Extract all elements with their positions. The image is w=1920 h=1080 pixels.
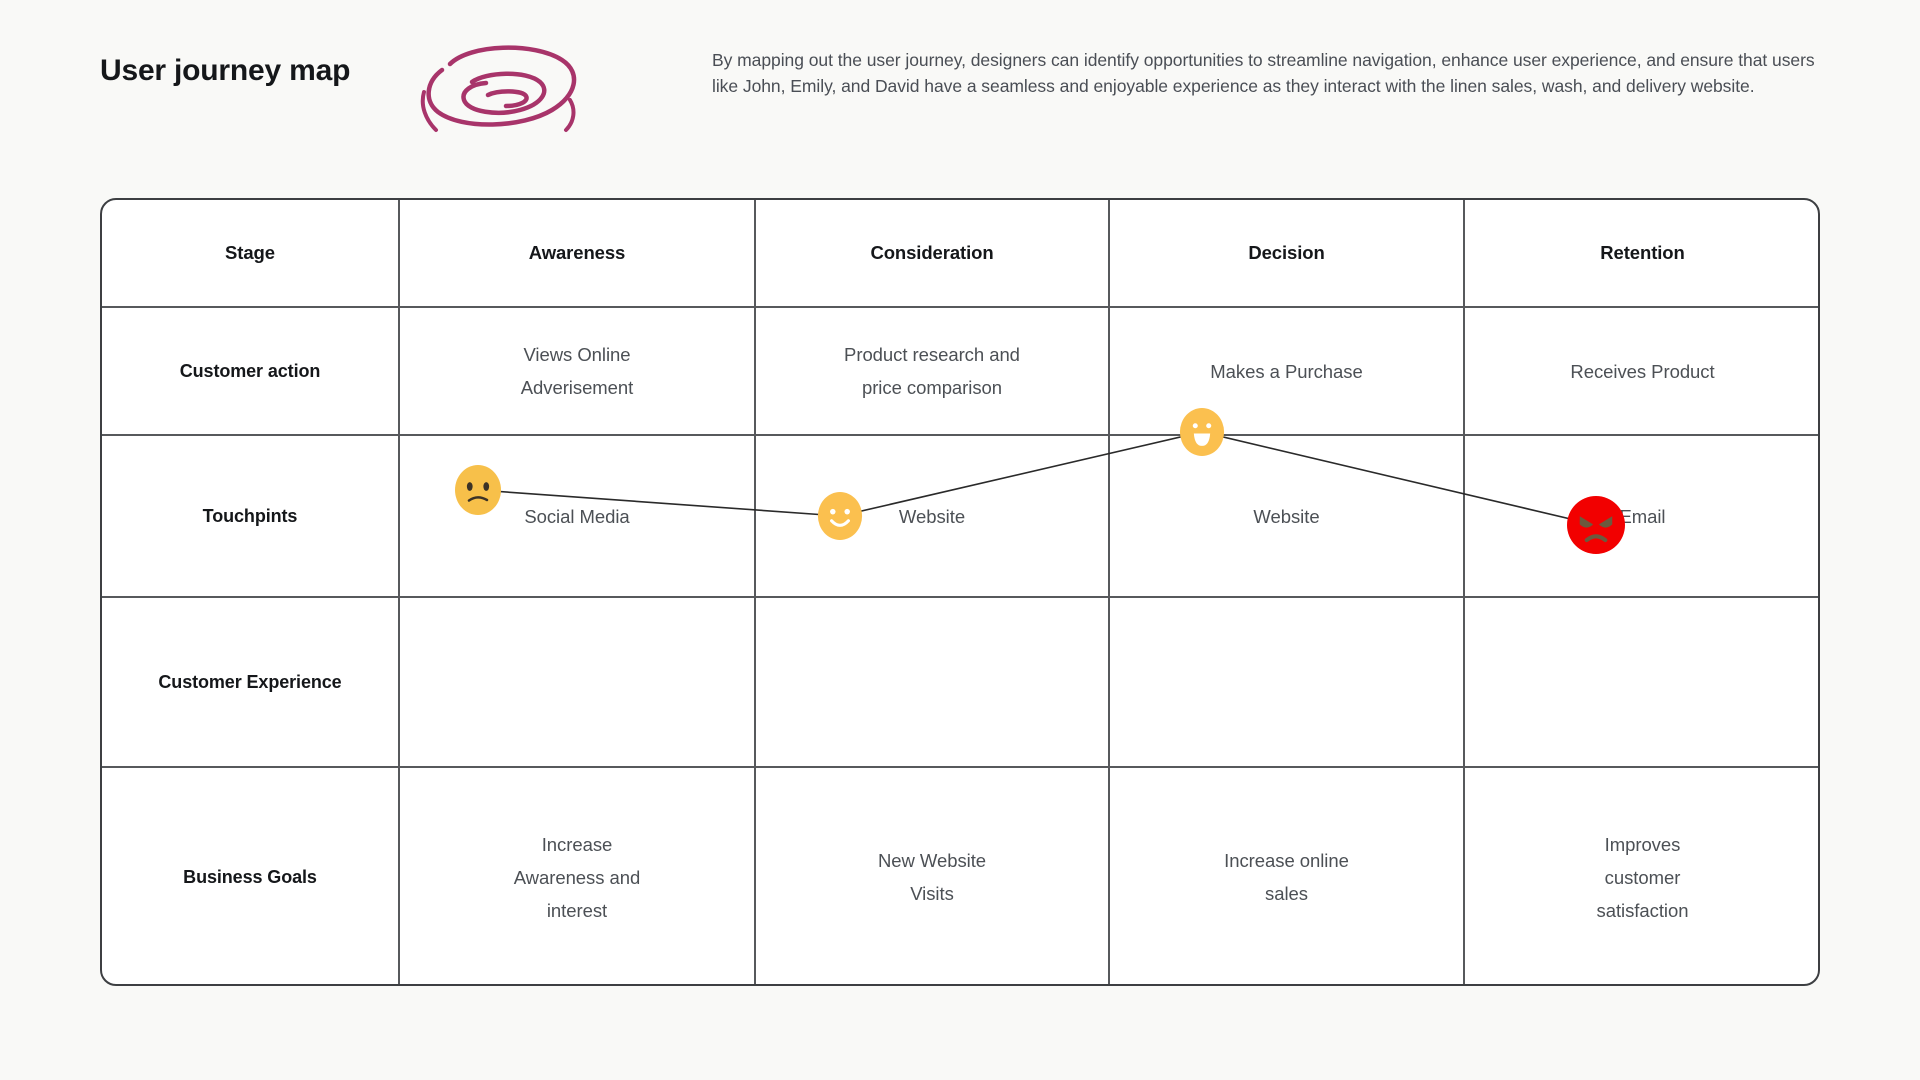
cell-line: Social Media bbox=[524, 505, 630, 527]
row-label-business-goals: Business Goals bbox=[102, 768, 400, 984]
cell-business-goals-decision: Increase online sales bbox=[1110, 768, 1465, 984]
column-header-decision: Decision bbox=[1110, 200, 1465, 308]
user-journey-table: Stage Awareness Consideration Decision R… bbox=[100, 198, 1820, 986]
cell-line: Product research and bbox=[844, 344, 1020, 365]
column-header-consideration: Consideration bbox=[756, 200, 1110, 308]
cell-line: New Website bbox=[877, 850, 987, 871]
column-header-retention: Retention bbox=[1465, 200, 1818, 308]
cell-customer-action-consideration: Product research and price comparison bbox=[756, 308, 1110, 436]
cell-experience-consideration bbox=[756, 598, 1110, 768]
cell-line: Visits bbox=[910, 883, 954, 904]
cell-line: customer bbox=[1604, 866, 1681, 888]
cell-line: Increase online bbox=[1224, 850, 1349, 871]
cell-experience-awareness bbox=[400, 598, 756, 768]
cell-line: sales bbox=[1265, 883, 1308, 904]
cell-business-goals-awareness: Increase Awareness and interest bbox=[400, 768, 756, 984]
cell-customer-action-retention: Receives Product bbox=[1465, 308, 1818, 436]
cell-customer-action-awareness: Views Online Adverisement bbox=[400, 308, 756, 436]
cell-line: price comparison bbox=[861, 377, 1003, 398]
row-label-touchpoints: Touchpints bbox=[102, 436, 400, 598]
cell-line: Email bbox=[1619, 505, 1666, 527]
cell-line: Receives Product bbox=[1570, 360, 1715, 382]
cell-line: Improves bbox=[1604, 833, 1681, 855]
cell-experience-decision bbox=[1110, 598, 1465, 768]
column-header-stage: Stage bbox=[102, 200, 400, 308]
cell-touchpoints-consideration: Website bbox=[756, 436, 1110, 598]
cell-line: Makes a Purchase bbox=[1210, 360, 1363, 382]
cell-touchpoints-decision: Website bbox=[1110, 436, 1465, 598]
column-header-awareness: Awareness bbox=[400, 200, 756, 308]
cell-line: interest bbox=[546, 899, 608, 921]
cell-business-goals-consideration: New Website Visits bbox=[756, 768, 1110, 984]
page-header: User journey map By mapping out the user… bbox=[0, 0, 1920, 190]
cell-line: Views Online bbox=[523, 344, 631, 365]
cell-line: Awareness and bbox=[513, 866, 641, 888]
cell-touchpoints-retention: Email bbox=[1465, 436, 1818, 598]
intro-paragraph: By mapping out the user journey, designe… bbox=[712, 50, 1815, 96]
cell-experience-retention bbox=[1465, 598, 1818, 768]
cell-line: Website bbox=[1253, 505, 1320, 527]
cell-line: satisfaction bbox=[1596, 899, 1689, 921]
cell-line: Website bbox=[898, 505, 966, 527]
cell-business-goals-retention: Improves customer satisfaction bbox=[1465, 768, 1818, 984]
row-label-customer-action: Customer action bbox=[102, 308, 400, 436]
cell-line: Increase bbox=[541, 833, 613, 855]
page-title: User journey map bbox=[100, 54, 351, 87]
row-label-customer-experience: Customer Experience bbox=[102, 598, 400, 768]
cell-line: Adverisement bbox=[520, 377, 634, 398]
spiral-swirl-icon bbox=[410, 38, 590, 148]
cell-touchpoints-awareness: Social Media bbox=[400, 436, 756, 598]
cell-customer-action-decision: Makes a Purchase bbox=[1110, 308, 1465, 436]
